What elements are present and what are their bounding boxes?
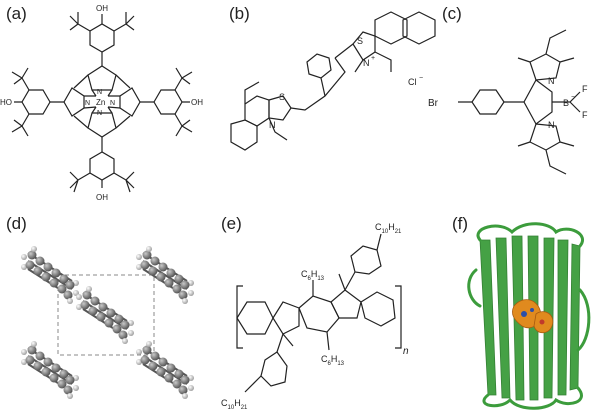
chromophore bbox=[512, 299, 554, 334]
molecule-top-left bbox=[20, 245, 80, 305]
molecule-bottom-right bbox=[135, 340, 195, 400]
panel-d-label: (d) bbox=[6, 214, 27, 233]
f-top-text: F bbox=[582, 84, 588, 94]
panel-d: (d) bbox=[0, 210, 210, 417]
molecule-center bbox=[75, 285, 135, 345]
panel-b-label: (b) bbox=[229, 4, 250, 23]
c10h21-bottom-text: C10H21 bbox=[221, 398, 248, 411]
bodipy-structure: Br N N B − F F bbox=[428, 29, 588, 175]
n-plus-text: + bbox=[371, 55, 375, 62]
cyanine-structure: S N + S N Cl − bbox=[230, 11, 436, 151]
n-bottom-text: N bbox=[269, 120, 276, 130]
panel-a: (a) bbox=[0, 0, 210, 202]
panel-a-label: (a) bbox=[6, 4, 27, 23]
panel-c: (c) Br N N B − F F bbox=[420, 0, 600, 200]
n-top-text: N bbox=[97, 89, 102, 96]
molecule-bottom-left bbox=[20, 340, 80, 400]
oh-top-text: OH bbox=[96, 4, 108, 13]
zn-porphyrin-structure: OH OH HO OH Zn N N N N bbox=[0, 4, 203, 202]
n-top-text: N bbox=[548, 76, 555, 86]
chloride-charge-text: − bbox=[419, 75, 423, 82]
c6h13-bottom-text: C6H13 bbox=[321, 354, 345, 367]
s-bottom-text: S bbox=[279, 92, 285, 102]
oh-right-text: OH bbox=[191, 98, 203, 107]
br-text: Br bbox=[428, 98, 439, 109]
c10h21-top-text: C10H21 bbox=[375, 222, 402, 235]
polymer-structure: C6H13 C6H13 C10H21 C10H21 n bbox=[221, 222, 409, 411]
n-bottom-text: N bbox=[97, 110, 102, 117]
protein-ribbon-image bbox=[467, 222, 591, 410]
repeat-n-text: n bbox=[403, 346, 409, 357]
panel-b: (b) S N + S N bbox=[225, 0, 436, 200]
boron-charge-text: − bbox=[571, 94, 575, 101]
boron-text: B bbox=[563, 98, 569, 108]
f-bottom-text: F bbox=[582, 110, 588, 120]
panel-f-label: (f) bbox=[452, 214, 469, 233]
c6h13-top-text: C6H13 bbox=[301, 269, 325, 282]
panel-e: (e) bbox=[215, 210, 425, 417]
panel-c-label: (c) bbox=[442, 4, 462, 23]
panel-f: (f) bbox=[440, 210, 600, 417]
s-top-text: S bbox=[357, 36, 363, 46]
n-top-text: N bbox=[363, 58, 370, 68]
oh-left-text: HO bbox=[0, 98, 12, 107]
n-right-text: N bbox=[110, 100, 115, 107]
n-bottom-text: N bbox=[548, 120, 555, 130]
oh-bottom-text: OH bbox=[96, 193, 108, 202]
crystal-packing-image bbox=[20, 245, 195, 400]
n-left-text: N bbox=[85, 100, 90, 107]
chloride-text: Cl bbox=[408, 77, 417, 87]
zn-text: Zn bbox=[96, 98, 105, 107]
panel-e-label: (e) bbox=[221, 214, 242, 233]
